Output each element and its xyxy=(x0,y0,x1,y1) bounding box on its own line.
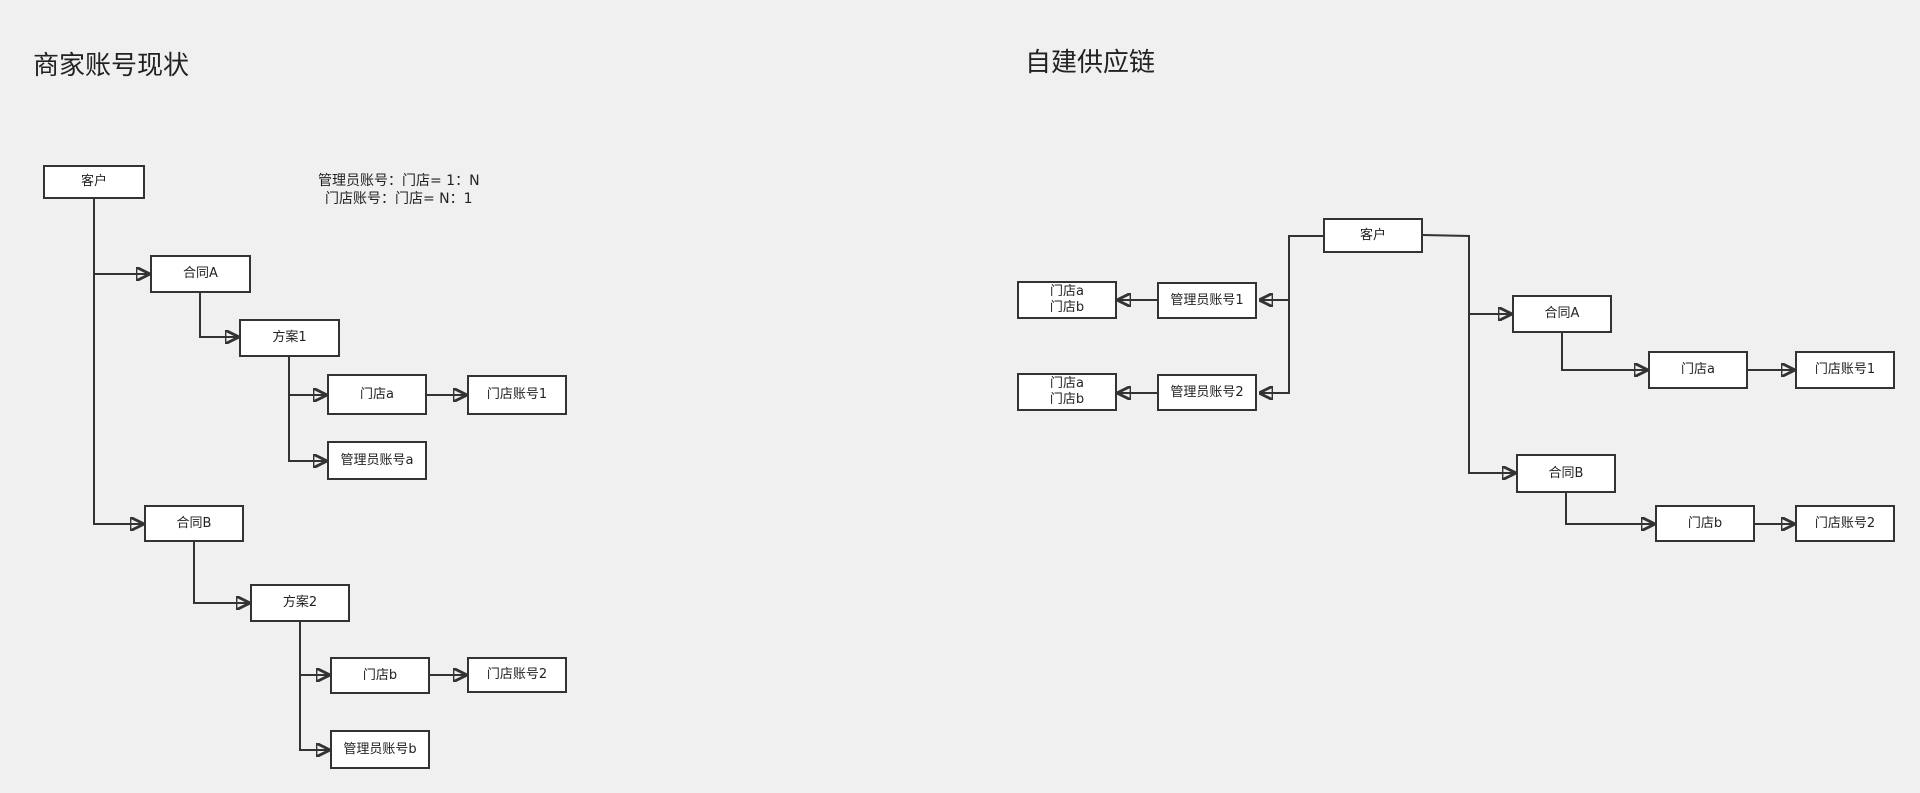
ratio-note: 管理员账号：门店= 1：N 门店账号：门店= N：1 xyxy=(318,172,480,208)
right-node-customer[interactable]: 客户 xyxy=(1323,218,1423,253)
left-node-contract-b[interactable]: 合同B xyxy=(144,505,244,542)
right-node-stores-2-store-a: 门店a xyxy=(1050,376,1084,391)
right-node-store-account-1[interactable]: 门店账号1 xyxy=(1795,351,1895,389)
left-node-customer[interactable]: 客户 xyxy=(43,165,145,199)
right-node-customer-label: 客户 xyxy=(1359,227,1386,243)
left-node-admin-account-b[interactable]: 管理员账号b xyxy=(330,730,430,769)
edge-contract-b-store-b xyxy=(1565,493,1655,524)
right-node-store-b[interactable]: 门店b xyxy=(1655,505,1755,542)
left-node-store-b-label: 门店b xyxy=(362,667,398,683)
right-node-admin-account-1[interactable]: 管理员账号1 xyxy=(1157,282,1257,319)
right-node-stores-1-store-a: 门店a xyxy=(1050,284,1084,299)
right-node-store-account-2-label: 门店账号2 xyxy=(1814,515,1876,531)
left-node-store-a-label: 门店a xyxy=(360,386,394,402)
left-node-plan-2[interactable]: 方案2 xyxy=(250,584,350,622)
edge-plan-2-admin-account-b xyxy=(299,675,330,750)
left-diagram-title: 商家账号现状 xyxy=(33,51,190,81)
right-node-admin-account-2[interactable]: 管理员账号2 xyxy=(1157,374,1257,411)
left-node-admin-account-b-label: 管理员账号b xyxy=(343,741,417,757)
right-node-stores-1[interactable]: 门店a 门店b xyxy=(1017,281,1117,319)
left-node-contract-b-label: 合同B xyxy=(176,515,212,531)
edge-plan-2-store-b xyxy=(299,622,330,675)
left-node-plan-1[interactable]: 方案1 xyxy=(239,319,340,357)
ratio-note-store: 门店账号：门店= N：1 xyxy=(325,191,473,207)
right-diagram-title: 自建供应链 xyxy=(1025,48,1156,78)
left-node-store-account-1[interactable]: 门店账号1 xyxy=(467,375,567,415)
right-node-admin-account-1-label: 管理员账号1 xyxy=(1170,292,1244,308)
edge-plan-1-store-a xyxy=(288,357,327,395)
left-node-store-account-1-label: 门店账号1 xyxy=(486,387,548,402)
right-node-contract-b-label: 合同B xyxy=(1548,465,1584,481)
right-node-stores-1-store-b: 门店b xyxy=(1049,300,1085,315)
left-node-contract-a[interactable]: 合同A xyxy=(150,255,251,293)
edge-customer-contract-a xyxy=(1422,234,1512,314)
left-node-plan-2-label: 方案2 xyxy=(282,595,318,610)
right-node-admin-account-2-label: 管理员账号2 xyxy=(1170,384,1244,400)
left-node-admin-account-a-label: 管理员账号a xyxy=(340,452,414,468)
right-node-store-account-1-label: 门店账号1 xyxy=(1814,362,1876,377)
right-node-stores-2-list: 门店a 门店b xyxy=(1050,376,1084,408)
ratio-note-admin: 管理员账号：门店= 1：N xyxy=(318,173,480,189)
edge-contract-a-store-a xyxy=(1561,333,1648,370)
edge-customer-admin-account-1 xyxy=(1259,235,1323,300)
left-node-customer-label: 客户 xyxy=(80,174,107,189)
edge-customer-contract-b xyxy=(93,274,144,524)
right-node-contract-a[interactable]: 合同A xyxy=(1512,295,1612,333)
right-node-contract-b[interactable]: 合同B xyxy=(1516,454,1616,493)
edge-plan-1-admin-account-a xyxy=(288,395,327,461)
right-node-store-a[interactable]: 门店a xyxy=(1648,351,1748,389)
left-node-contract-a-label: 合同A xyxy=(183,266,218,281)
right-node-store-account-2[interactable]: 门店账号2 xyxy=(1795,505,1895,542)
right-node-stores-1-list: 门店a 门店b xyxy=(1050,284,1084,316)
left-node-admin-account-a[interactable]: 管理员账号a xyxy=(327,441,427,480)
left-node-store-b[interactable]: 门店b xyxy=(330,657,430,694)
edge-customer-contract-b xyxy=(1468,314,1516,473)
left-node-store-a[interactable]: 门店a xyxy=(327,374,427,415)
left-node-store-account-2[interactable]: 门店账号2 xyxy=(467,657,567,693)
edge-contract-b-plan-2 xyxy=(193,542,250,603)
edge-customer-admin-account-2 xyxy=(1259,300,1290,393)
right-node-contract-a-label: 合同A xyxy=(1544,306,1580,321)
left-node-store-account-2-label: 门店账号2 xyxy=(486,667,548,682)
right-node-stores-2-store-b: 门店b xyxy=(1049,392,1085,407)
edge-customer-contract-a xyxy=(93,199,150,274)
right-node-store-b-label: 门店b xyxy=(1687,515,1723,531)
right-node-stores-2[interactable]: 门店a 门店b xyxy=(1017,373,1117,411)
right-node-store-a-label: 门店a xyxy=(1681,362,1715,377)
edge-contract-a-plan-1 xyxy=(199,293,239,337)
left-node-plan-1-label: 方案1 xyxy=(272,330,307,345)
